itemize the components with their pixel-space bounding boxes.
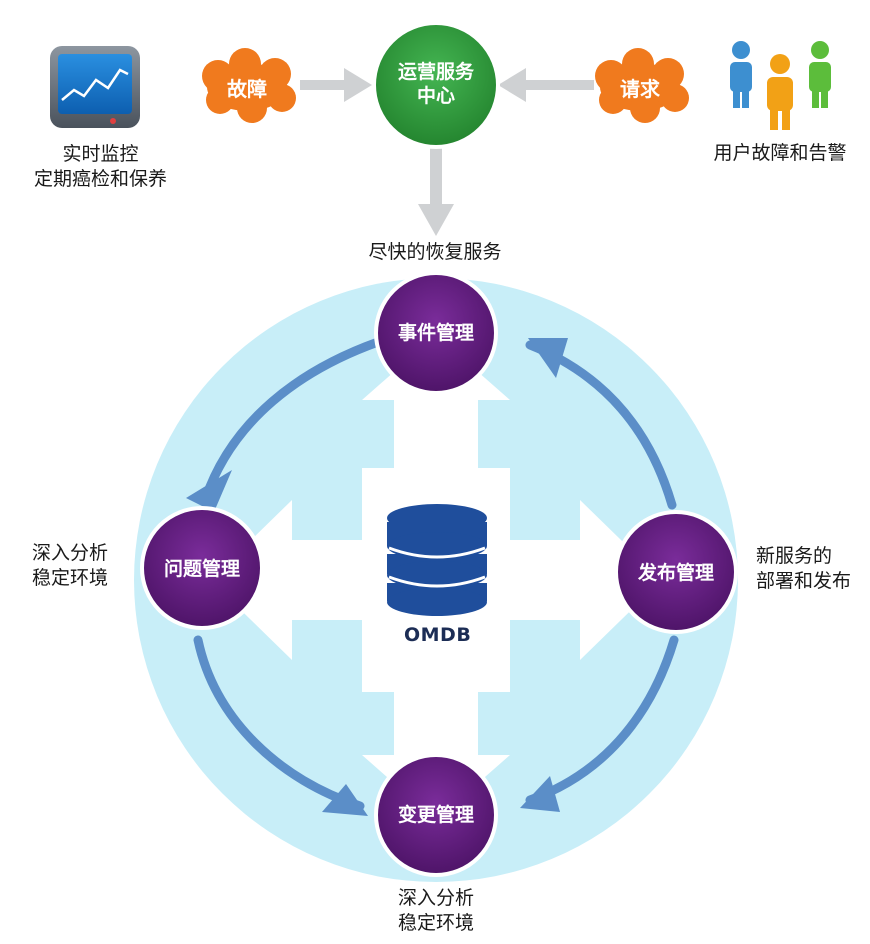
problem-node [140, 506, 264, 630]
change-note-line1: 深入分析 [397, 887, 474, 909]
service-center-label: 运营服务 中心 [382, 60, 490, 108]
fault-cloud-shape [202, 48, 296, 123]
arrowhead-top-right [528, 338, 568, 378]
change-note-line2: 稳定环境 [397, 912, 474, 934]
problem-note-line2: 稳定环境 [32, 567, 109, 589]
problem-note: 深入分析 稳定环境 [32, 541, 108, 591]
cycle-arrowheads [186, 338, 568, 816]
release-label: 发布管理 [637, 562, 714, 584]
monitor-caption-line1: 实时监控 [62, 143, 139, 165]
change-note: 深入分析 稳定环境 [376, 886, 496, 936]
service-center-line2: 中心 [416, 85, 455, 107]
fault-cloud-label: 故障 [227, 77, 267, 101]
recover-caption: 尽快的恢复服务 [368, 241, 502, 263]
problem-note-line1: 深入分析 [32, 542, 109, 564]
arrowhead-bottom-left [322, 784, 368, 816]
users-caption: 用户故障和告警 [713, 142, 847, 164]
monitor-caption: 实时监控 定期癌检和保养 [18, 142, 183, 192]
arrowhead-left [186, 470, 232, 512]
monitor-caption-line2: 定期癌检和保养 [33, 168, 167, 190]
monitor-chart-icon [50, 46, 140, 128]
service-center-node [372, 21, 500, 149]
incident-label: 事件管理 [397, 322, 474, 344]
release-note-line2: 部署和发布 [756, 570, 852, 592]
release-note-line1: 新服务的 [756, 545, 833, 567]
problem-label: 问题管理 [163, 558, 240, 580]
release-node [614, 510, 738, 634]
cross-lobes [292, 400, 580, 755]
top-arrows [300, 68, 594, 236]
change-label: 变更管理 [397, 804, 474, 826]
database-icon [387, 504, 487, 616]
release-note: 新服务的 部署和发布 [756, 544, 851, 594]
users-group-icon [730, 41, 831, 130]
request-cloud-shape [595, 48, 689, 123]
incident-node [374, 271, 498, 395]
arrowhead-bottom-right [520, 776, 560, 812]
omdb-label: OMDB [404, 624, 472, 646]
change-node [374, 753, 498, 877]
request-cloud-label: 请求 [620, 77, 660, 101]
service-center-line1: 运营服务 [397, 61, 474, 83]
